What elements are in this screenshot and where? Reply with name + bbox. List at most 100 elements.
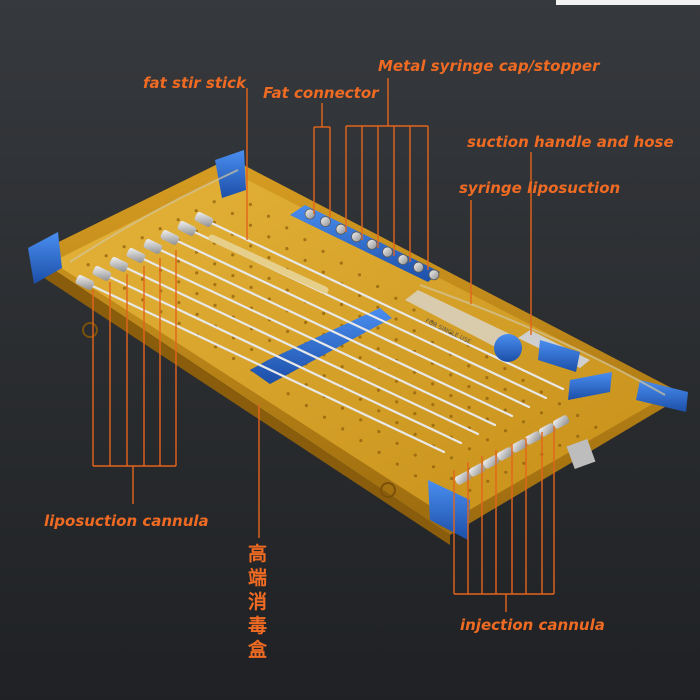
perforation-hole xyxy=(376,388,381,392)
perforation-hole xyxy=(267,276,271,280)
tray-floor xyxy=(52,172,668,520)
perforation-hole xyxy=(357,273,362,277)
leader-lines xyxy=(92,78,555,612)
perforation-hole xyxy=(249,244,253,248)
perforation-hole xyxy=(486,479,490,483)
perforation-hole xyxy=(467,405,471,409)
injection-cannula-hub xyxy=(454,471,472,485)
perforation-hole xyxy=(359,439,363,443)
perforation-hole xyxy=(176,218,180,222)
cannula-shaft xyxy=(133,253,497,427)
perforation-hole xyxy=(431,403,435,407)
perforation-hole xyxy=(248,223,253,227)
perforation-hole xyxy=(522,461,526,465)
perforation-hole xyxy=(286,392,290,396)
cannula-hub xyxy=(143,239,163,254)
perforation-hole xyxy=(394,379,399,383)
injection-cannula-hub xyxy=(552,415,570,429)
injection-cannula-hub xyxy=(468,463,486,477)
cannula-hub xyxy=(75,275,95,290)
perforation-hole xyxy=(213,345,218,349)
perforation-hole xyxy=(195,271,199,275)
perforation-hole xyxy=(521,420,526,424)
metal-cap xyxy=(320,216,331,228)
metal-cap xyxy=(382,246,393,258)
perforation-hole xyxy=(485,396,489,400)
perforation-hole xyxy=(322,311,326,316)
perforation-hole xyxy=(467,385,471,389)
cannula-hub xyxy=(109,257,129,272)
perforation-hole xyxy=(431,423,435,427)
perforation-hole xyxy=(322,374,326,378)
metal-cap xyxy=(366,238,378,250)
perforation-hole xyxy=(413,432,417,436)
perforation-hole xyxy=(285,288,289,292)
label-injection-cannula: injection cannula xyxy=(460,616,605,634)
perforation-hole xyxy=(140,277,145,281)
perforation-hole xyxy=(467,364,471,368)
perforation-hole xyxy=(468,488,472,492)
perforation-hole xyxy=(394,317,398,321)
perforation-hole xyxy=(321,249,325,253)
perforation-hole xyxy=(395,400,399,404)
perforation-hole xyxy=(341,427,345,431)
cannula-shaft xyxy=(116,262,480,436)
perforation-hole xyxy=(576,434,580,438)
injection-cannula-hub xyxy=(482,455,500,469)
cannula-holder-bar xyxy=(250,308,392,384)
metal-cap xyxy=(351,231,362,243)
injection-cannula-hub xyxy=(510,439,528,453)
perforation-hole xyxy=(376,284,380,289)
label-sterilization-box-cn: 高 端 消 毒 盒 xyxy=(248,542,267,662)
tray-front-edge xyxy=(32,255,450,545)
perforation-hole xyxy=(449,373,453,377)
perforation-hole xyxy=(321,270,325,274)
perforation-hole xyxy=(213,262,217,266)
cannula-hub xyxy=(126,248,146,263)
perforation-hole xyxy=(413,474,418,478)
perforation-hole xyxy=(450,476,454,481)
injection-cannulas xyxy=(454,415,570,485)
perforation-hole xyxy=(231,274,235,278)
perforation-hole xyxy=(394,296,398,300)
perforation-hole xyxy=(358,293,362,298)
perforation-hole xyxy=(449,414,453,418)
perforation-hole xyxy=(339,261,343,265)
corner-bracket-front-left xyxy=(28,232,62,284)
perforation-hole xyxy=(248,202,252,207)
label-liposuction-cannula: liposuction cannula xyxy=(44,512,209,530)
perforation-hole xyxy=(413,453,417,457)
perforation-hole xyxy=(177,280,181,284)
metal-cap xyxy=(428,269,440,281)
perforation-hole xyxy=(195,292,199,296)
perforation-hole xyxy=(449,394,453,398)
perforation-hole xyxy=(358,335,362,339)
perforation-hole xyxy=(377,450,381,454)
cannula-shaft xyxy=(167,235,531,409)
top-edge-highlight xyxy=(556,0,700,5)
perforation-hole xyxy=(267,235,271,239)
perforation-hole xyxy=(250,347,254,352)
perforation-hole xyxy=(557,402,562,406)
perforation-hole xyxy=(340,406,345,410)
perforation-hole xyxy=(539,411,544,415)
perforation-hole xyxy=(122,286,127,290)
perforation-hole xyxy=(104,254,108,258)
cannula-shaft xyxy=(99,271,463,445)
perforation-hole xyxy=(232,356,236,361)
label-fat-stir-stick: fat stir stick xyxy=(143,74,247,92)
perforation-hole xyxy=(377,409,381,413)
perforation-hole xyxy=(376,347,380,351)
label-suction-handle: suction handle and hose xyxy=(467,133,674,151)
ring-hole xyxy=(82,322,98,338)
label-fat-connector: Fat connector xyxy=(263,84,379,102)
metal-cap xyxy=(335,223,347,235)
perforation-hole xyxy=(358,397,363,401)
perforation-hole xyxy=(376,326,380,330)
perforation-hole xyxy=(594,425,598,429)
corner-bracket-back-right xyxy=(636,380,688,412)
perforation-hole xyxy=(268,338,272,343)
perforation-hole xyxy=(449,456,454,460)
perforation-hole xyxy=(412,329,416,333)
